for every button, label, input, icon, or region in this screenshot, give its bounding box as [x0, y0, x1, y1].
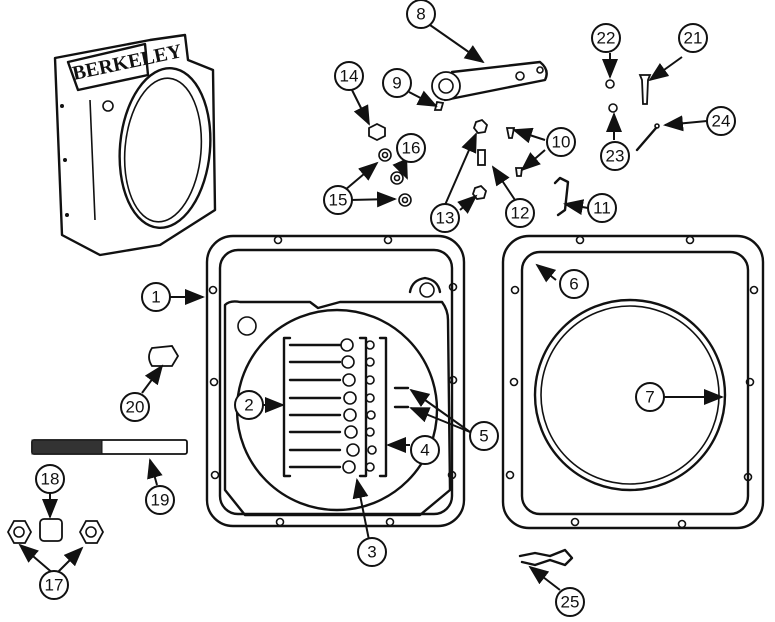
- callout-17: 17: [39, 570, 69, 600]
- callout-10: 10: [546, 127, 576, 157]
- svg-text:5: 5: [479, 427, 488, 446]
- svg-text:14: 14: [340, 67, 359, 86]
- callout-7: 7: [635, 382, 665, 412]
- svg-text:17: 17: [45, 576, 64, 595]
- svg-text:11: 11: [593, 199, 611, 218]
- callout-8: 8: [406, 0, 436, 29]
- callout-15: 15: [323, 185, 353, 215]
- lever-arm: [431, 60, 548, 111]
- pins: [393, 386, 410, 409]
- callout-19: 19: [145, 485, 175, 515]
- svg-text:23: 23: [606, 147, 625, 166]
- svg-text:8: 8: [416, 5, 425, 24]
- callout-22: 22: [591, 23, 621, 53]
- svg-text:21: 21: [684, 29, 703, 48]
- svg-text:1: 1: [151, 288, 160, 307]
- svg-text:3: 3: [367, 543, 376, 562]
- svg-text:16: 16: [402, 139, 421, 158]
- bolt-set: [282, 336, 410, 478]
- svg-text:24: 24: [712, 112, 731, 131]
- svg-text:22: 22: [597, 29, 616, 48]
- svg-text:18: 18: [41, 470, 60, 489]
- svg-text:13: 13: [436, 209, 455, 228]
- leader-arrows: [18, 24, 724, 591]
- callout-3: 3: [357, 537, 387, 567]
- callout-23: 23: [600, 141, 630, 171]
- gasket: [501, 234, 765, 530]
- svg-text:4: 4: [420, 441, 429, 460]
- callout-24: 24: [706, 106, 736, 136]
- svg-text:10: 10: [552, 133, 571, 152]
- small-parts: [6, 74, 660, 567]
- callout-9: 9: [382, 68, 412, 98]
- callout-14: 14: [334, 61, 364, 91]
- svg-text:15: 15: [329, 191, 348, 210]
- svg-text:2: 2: [244, 396, 253, 415]
- callout-20: 20: [120, 392, 150, 422]
- svg-text:7: 7: [645, 388, 654, 407]
- callout-6: 6: [559, 269, 589, 299]
- callout-21: 21: [678, 23, 708, 53]
- callout-13: 13: [430, 203, 460, 233]
- callout-11: 11: [587, 193, 617, 223]
- svg-text:19: 19: [151, 491, 170, 510]
- bolt-holes: [208, 235, 458, 527]
- callout-18: 18: [35, 464, 65, 494]
- callout-12: 12: [505, 198, 535, 228]
- callout-1: 1: [141, 282, 171, 312]
- pump-housing: BERKELEY: [53, 33, 217, 257]
- svg-text:6: 6: [569, 275, 578, 294]
- svg-text:20: 20: [126, 398, 145, 417]
- svg-text:12: 12: [511, 204, 530, 223]
- callout-16: 16: [396, 133, 426, 163]
- callout-25: 25: [555, 587, 585, 617]
- svg-text:25: 25: [561, 593, 580, 612]
- callout-5: 5: [469, 421, 499, 451]
- svg-text:9: 9: [392, 74, 401, 93]
- callout-2: 2: [234, 390, 264, 420]
- callout-4: 4: [410, 435, 440, 465]
